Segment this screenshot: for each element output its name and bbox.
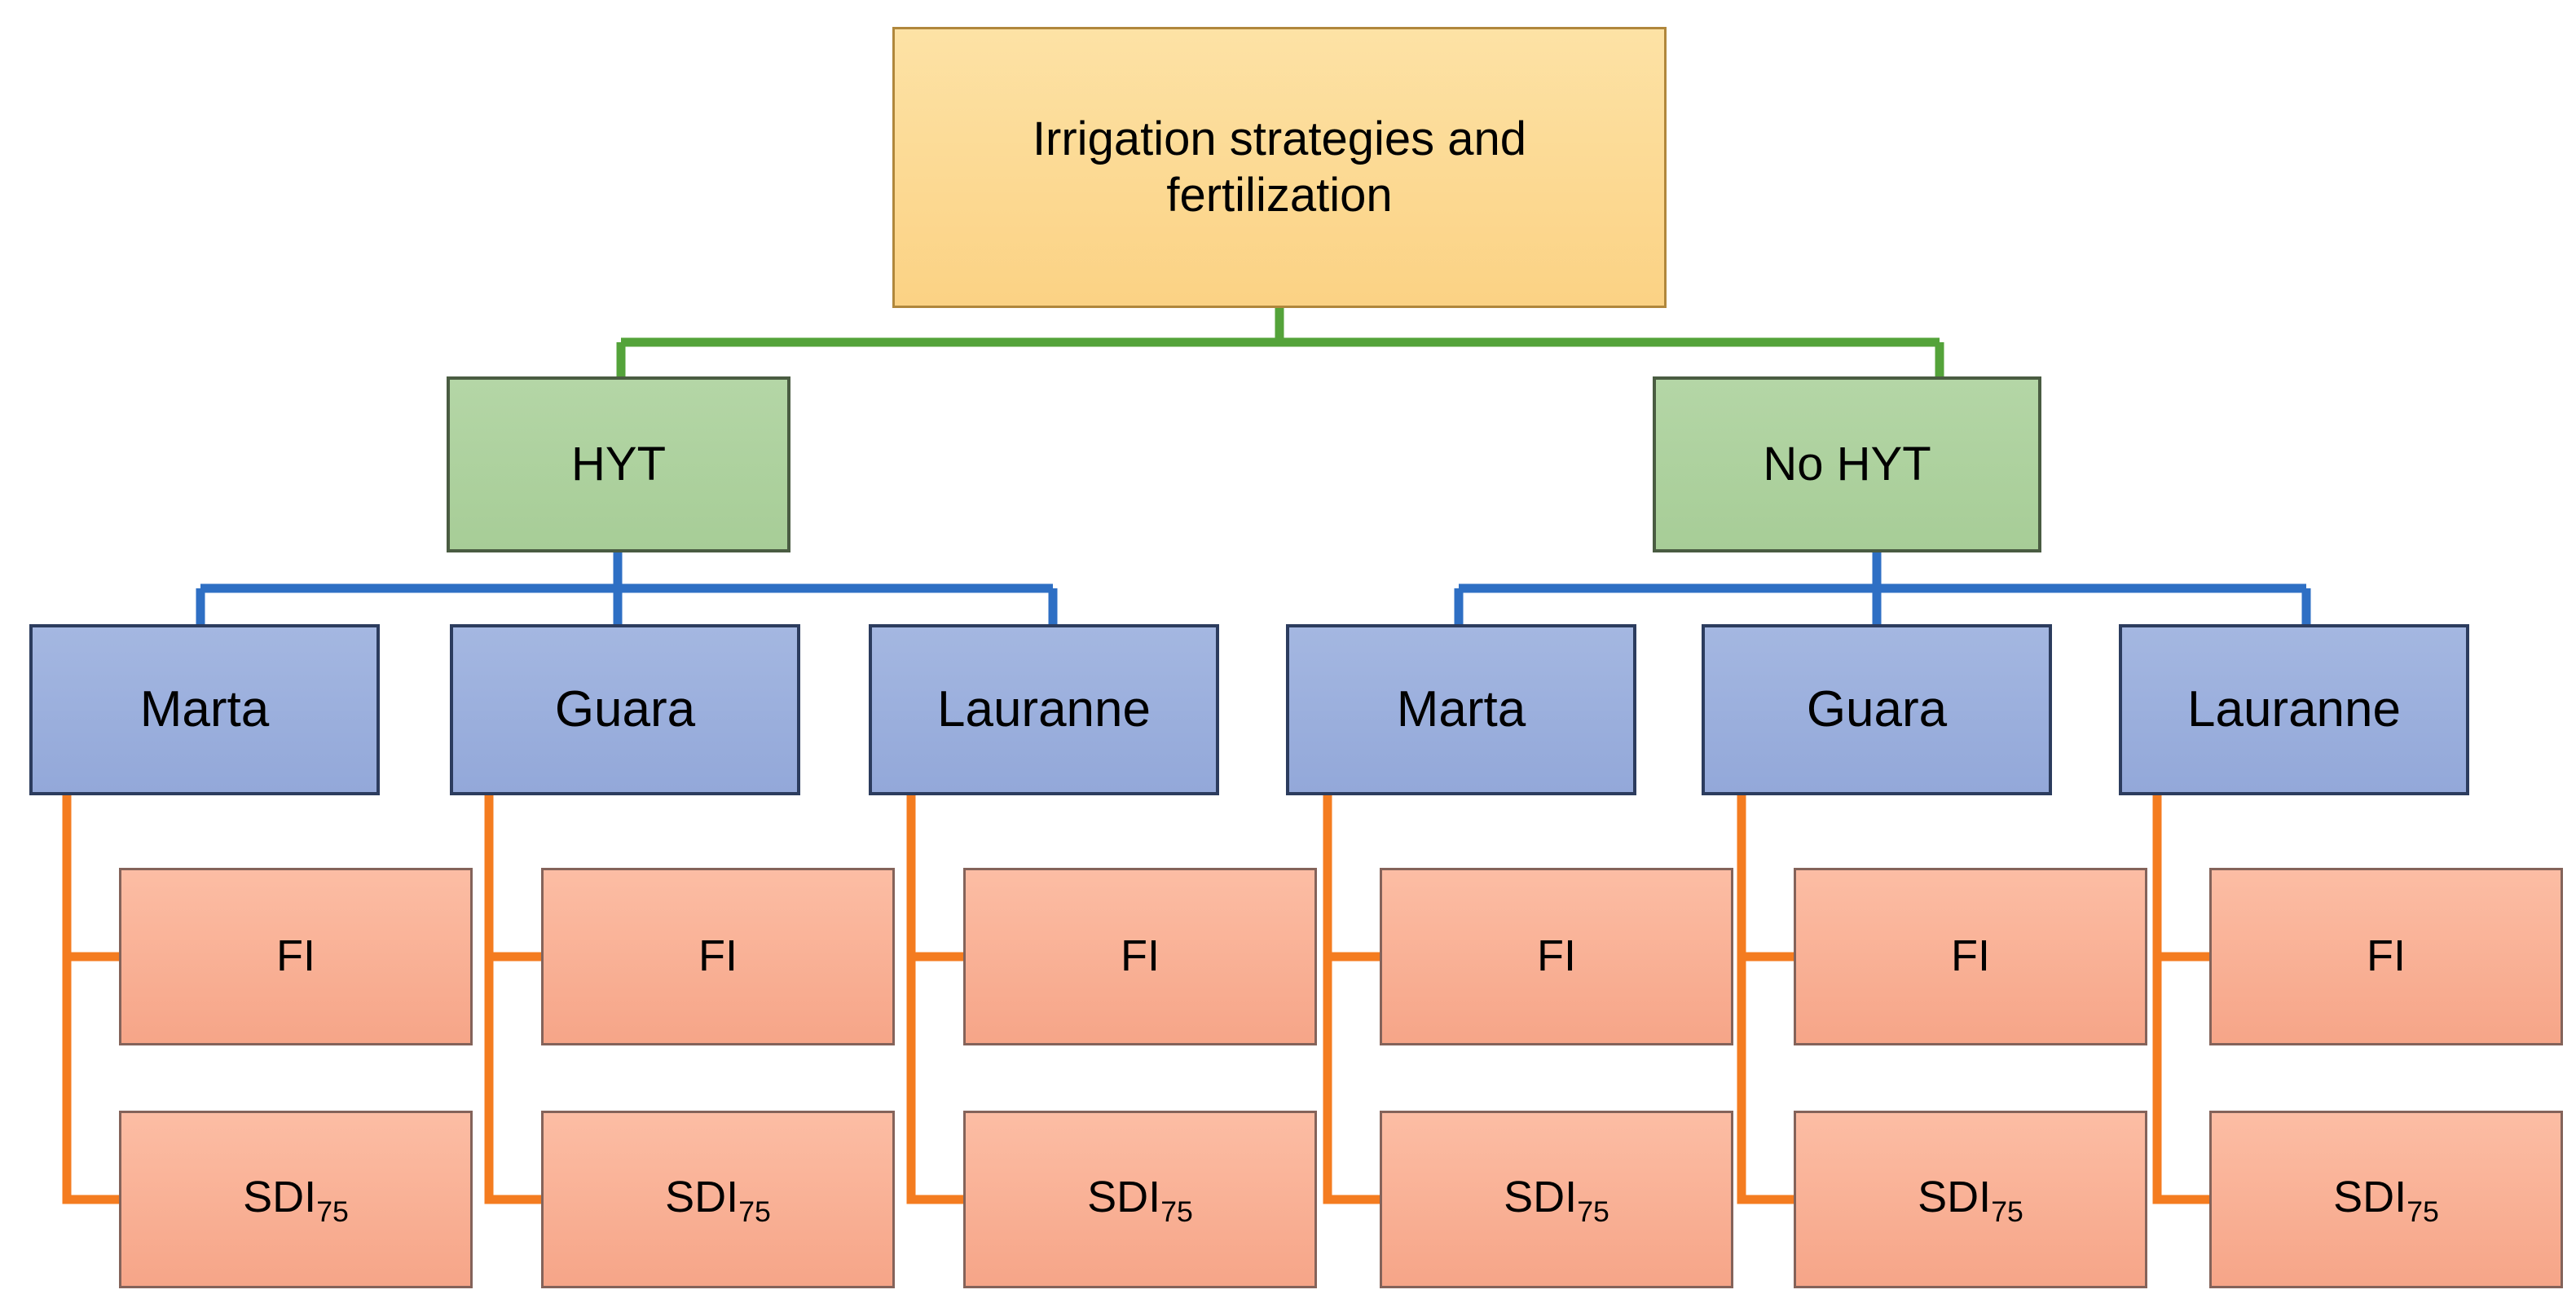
node-treatment-sdi75-4[interactable]: SDI75: [1380, 1111, 1733, 1288]
node-root-irrigation-strategies[interactable]: Irrigation strategies and fertilization: [892, 27, 1667, 308]
node-treatment-fi-5[interactable]: FI: [1794, 868, 2147, 1045]
treatment-fi-label: FI: [1121, 931, 1160, 981]
blue-connector-group-hyt: [196, 552, 1058, 624]
node-cultivar-marta-no-hyt[interactable]: Marta: [1286, 624, 1636, 795]
root-label-line2: fertilization: [1166, 168, 1393, 222]
node-hyt[interactable]: HYT: [447, 376, 790, 552]
node-cultivar-guara-no-hyt[interactable]: Guara: [1702, 624, 2052, 795]
treatment-fi-label: FI: [1537, 931, 1576, 981]
treatment-sdi-subscript: 75: [1577, 1195, 1609, 1229]
treatment-sdi-label: SDI75: [1504, 1172, 1609, 1226]
treatment-sdi-base: SDI: [2333, 1173, 2407, 1222]
node-treatment-sdi75-3[interactable]: SDI75: [963, 1111, 1317, 1288]
node-treatment-sdi75-2[interactable]: SDI75: [541, 1111, 895, 1288]
orange-trunk-5: [1737, 795, 1794, 1204]
node-cultivar-lauranne-no-hyt[interactable]: Lauranne: [2119, 624, 2469, 795]
node-cultivar-guara-hyt[interactable]: Guara: [450, 624, 800, 795]
treatment-fi-label: FI: [1951, 931, 1990, 981]
treatment-sdi-base: SDI: [665, 1173, 739, 1222]
node-treatment-sdi75-1[interactable]: SDI75: [119, 1111, 473, 1288]
treatment-sdi-label: SDI75: [1918, 1172, 2023, 1226]
treatment-fi-label: FI: [276, 931, 315, 981]
cultivar-label: Lauranne: [936, 681, 1151, 738]
treatment-sdi-base: SDI: [1504, 1173, 1578, 1222]
treatment-sdi-subscript: 75: [316, 1195, 349, 1229]
node-no-hyt-label: No HYT: [1763, 437, 1931, 491]
node-cultivar-lauranne-hyt[interactable]: Lauranne: [869, 624, 1219, 795]
cultivar-label: Guara: [554, 681, 696, 738]
cultivar-label: Guara: [1806, 681, 1948, 738]
treatment-sdi-base: SDI: [243, 1173, 317, 1222]
node-treatment-fi-1[interactable]: FI: [119, 868, 473, 1045]
treatment-sdi-label: SDI75: [665, 1172, 771, 1226]
orange-trunk-3: [906, 795, 963, 1204]
treatment-sdi-base: SDI: [1918, 1173, 1992, 1222]
node-treatment-sdi75-5[interactable]: SDI75: [1794, 1111, 2147, 1288]
blue-connector-group-no-hyt: [1454, 552, 2311, 624]
cultivar-label: Marta: [1396, 681, 1526, 738]
treatment-fi-label: FI: [2367, 931, 2406, 981]
node-hyt-label: HYT: [571, 437, 666, 491]
node-cultivar-marta-hyt[interactable]: Marta: [29, 624, 380, 795]
treatment-sdi-base: SDI: [1087, 1173, 1161, 1222]
node-treatment-fi-2[interactable]: FI: [541, 868, 895, 1045]
node-treatment-fi-6[interactable]: FI: [2209, 868, 2563, 1045]
cultivar-label: Lauranne: [2186, 681, 2402, 738]
orange-trunk-1: [62, 795, 119, 1204]
orange-trunk-4: [1323, 795, 1380, 1204]
orange-trunk-2: [484, 795, 541, 1204]
root-label-line1: Irrigation strategies and: [1032, 112, 1527, 166]
treatment-sdi-label: SDI75: [1087, 1172, 1193, 1226]
node-treatment-sdi75-6[interactable]: SDI75: [2209, 1111, 2563, 1288]
treatment-sdi-subscript: 75: [2406, 1195, 2439, 1229]
treatment-sdi-subscript: 75: [1160, 1195, 1193, 1229]
node-treatment-fi-3[interactable]: FI: [963, 868, 1317, 1045]
treatment-sdi-label: SDI75: [243, 1172, 349, 1226]
treatment-fi-label: FI: [698, 931, 738, 981]
node-treatment-fi-4[interactable]: FI: [1380, 868, 1733, 1045]
orange-trunk-6: [2152, 795, 2209, 1204]
treatment-sdi-subscript: 75: [738, 1195, 771, 1229]
node-no-hyt[interactable]: No HYT: [1653, 376, 2041, 552]
green-connector-group: [616, 308, 1944, 376]
cultivar-label: Marta: [139, 681, 270, 738]
treatment-sdi-subscript: 75: [1991, 1195, 2023, 1229]
treatment-sdi-label: SDI75: [2333, 1172, 2439, 1226]
